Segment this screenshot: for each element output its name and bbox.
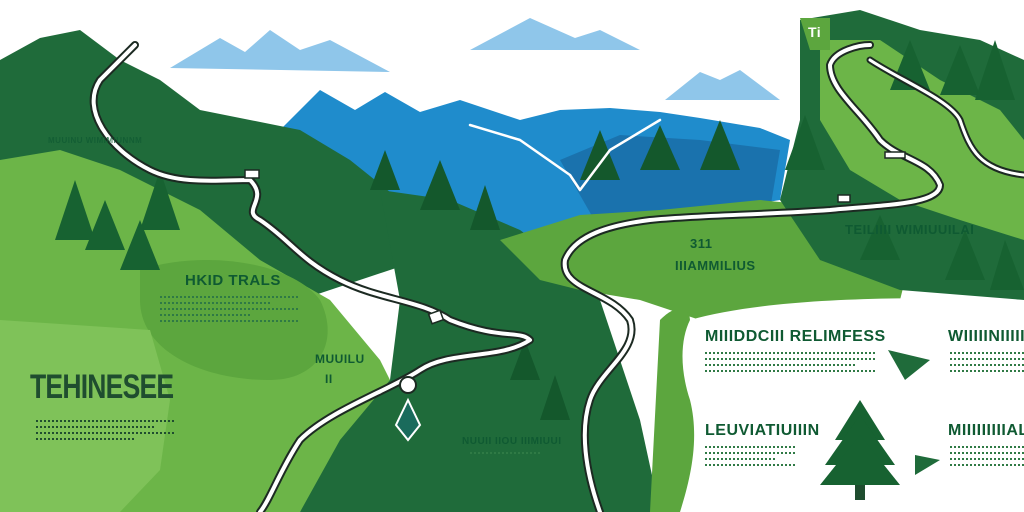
distant-mountain-left [170, 30, 390, 72]
pine-trees-left [55, 170, 180, 270]
panel-lines-1 [705, 352, 875, 376]
panel-heading-2: WIIIIINIIIII [948, 328, 1024, 345]
panel-lines-4 [950, 446, 1024, 470]
panel-lines-3 [705, 446, 795, 470]
right-top-label: TEILIIII WIMIUUILAI [845, 222, 975, 237]
pine-tree-icon [820, 400, 900, 500]
left-small-label: MUUINU WIMIMIUNNM [48, 136, 143, 145]
center-bottom-label: NUUII IIOU IIIMIUUI [462, 436, 562, 447]
trails-description-lines [160, 296, 300, 326]
arrow-right-icon [915, 455, 940, 475]
panel-heading-4: MIIIIIIIIIAL [948, 422, 1024, 439]
corner-tag-label: Ti [808, 24, 822, 40]
arrow-right-icon [888, 350, 930, 380]
corner-tag-badge [800, 18, 830, 50]
blue-mountain-trail [468, 118, 662, 192]
signpost-icon [244, 151, 906, 325]
pine-trees-center [370, 120, 740, 420]
trail-network [89, 41, 1024, 512]
map-title: TEHINESEE [30, 368, 174, 406]
mid-small-label-2: II [325, 372, 333, 386]
center-top-label-1: 311 [690, 236, 713, 251]
panel-heading-3: LEUVIATIUIIIN [705, 422, 820, 439]
distant-mountain-center [470, 18, 640, 50]
title-description-lines [36, 420, 176, 444]
panel-heading-1: MIIIDDCIII RELIMFESS [705, 328, 886, 345]
right-light-meadow [820, 40, 1024, 240]
left-panel-background [0, 320, 170, 512]
center-bottom-lines [470, 452, 540, 458]
mid-small-label-1: MUUILU [315, 352, 365, 366]
trails-label: HKID TRALS [185, 272, 281, 289]
center-top-label-2: IIIAMMILIUS [675, 258, 756, 273]
trail-marker-icon [394, 376, 422, 442]
distant-mountain-right [665, 70, 780, 100]
panel-lines-2 [950, 352, 1024, 376]
right-panel-green-edge [650, 308, 695, 512]
